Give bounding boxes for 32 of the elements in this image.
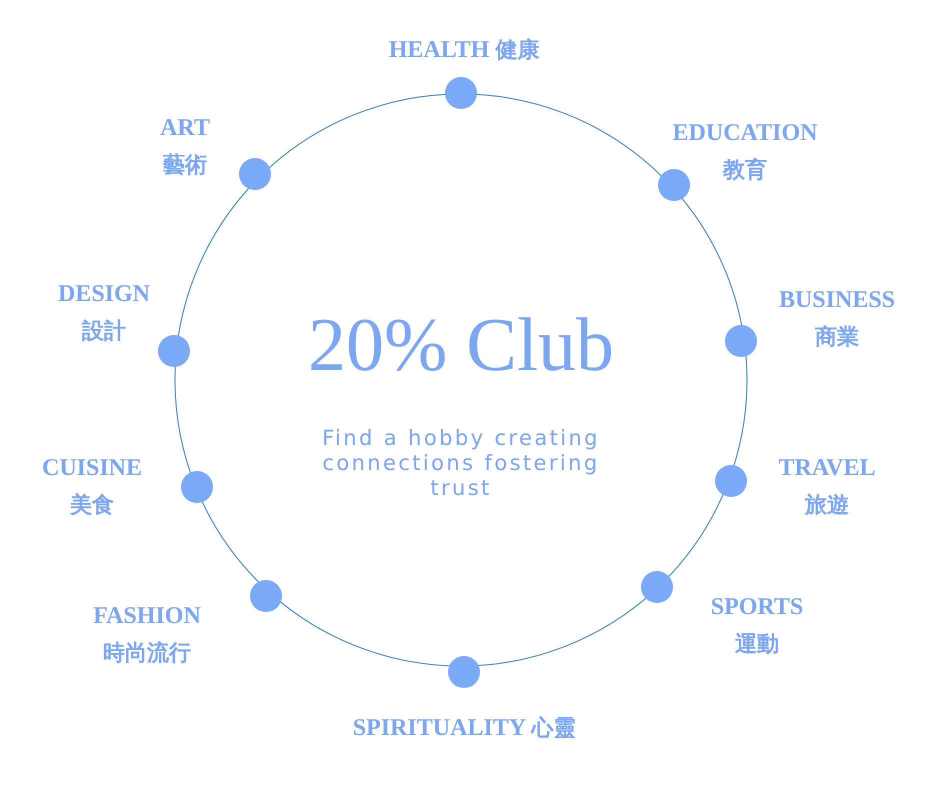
category-label: TRAVEL [778,455,876,481]
chinese-label: 旅遊 [805,493,849,518]
category-label: EDUCATION [672,120,818,146]
category-label: CUISINE [42,455,142,481]
dot [158,335,190,367]
dot [641,571,673,603]
category-label: BUSINESS [778,287,896,313]
dot [715,465,747,497]
chinese-label: 美食 [70,493,114,518]
category-label: SPORTS [710,594,804,620]
dot [658,169,690,201]
dot [725,325,757,357]
dot [250,580,282,612]
chinese-label: 商業 [815,325,859,350]
chinese-label: 設計 [82,319,126,344]
dot [445,77,477,109]
category-label: ART [160,115,210,141]
chinese-label: 教育 [723,158,767,183]
tagline-text: Find a hobby creating connections fostering trust [321,426,601,501]
chinese-label: 心靈 [531,716,576,741]
category-label: HEALTH [388,37,490,63]
category-label: SPIRITUALITY [352,715,526,741]
chinese-label: 藝術 [163,153,207,178]
chinese-label: 運動 [735,632,779,657]
chinese-label: 時尚流行 [103,641,191,666]
category-label: DESIGN [58,281,150,307]
chinese-label: 健康 [495,38,540,63]
dot [448,656,480,688]
title-text: 20% Club [306,302,616,389]
dot [239,158,271,190]
dot [181,471,213,503]
category-label: FASHION [93,603,201,629]
